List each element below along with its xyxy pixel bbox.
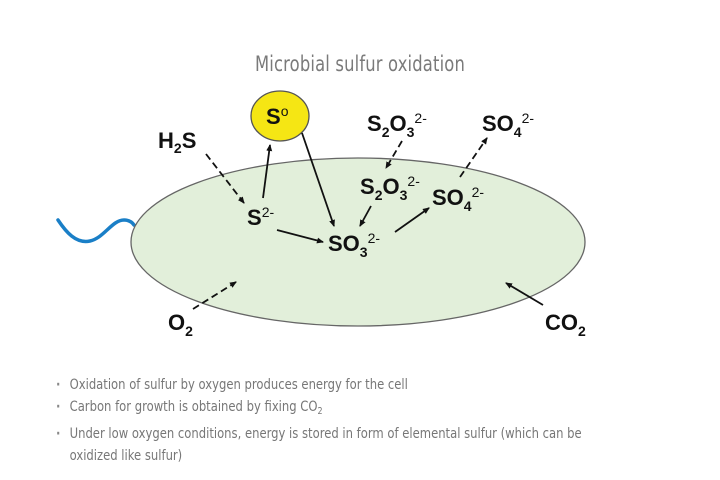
arrow-thiosulfate-uptake xyxy=(385,140,403,169)
thiosulfate-inside-label: S2O32- xyxy=(360,173,420,203)
oxygen-label: O2 xyxy=(168,310,193,339)
sulfate-inside-label: SO42- xyxy=(432,184,484,214)
sulfate-outside-label: SO42- xyxy=(482,110,534,140)
slide-title: Microbial sulfur oxidation xyxy=(254,52,466,76)
bullet-list: Oxidation of sulfur by oxygen produces e… xyxy=(56,374,696,467)
co2-label: CO2 xyxy=(545,310,586,339)
bullet-item: Oxidation of sulfur by oxygen produces e… xyxy=(56,374,694,396)
bullet-item: Carbon for growth is obtained by fixing … xyxy=(56,396,694,423)
arrow-sulfide-to-elemental-sulfur xyxy=(262,144,273,199)
arrow-co2-uptake xyxy=(505,282,544,306)
sulfite-label: SO32- xyxy=(328,230,380,260)
arrow-sulfate-export xyxy=(459,137,488,178)
arrow-elemental-sulfur-to-sulfite xyxy=(301,132,335,227)
elemental-sulfur-granule xyxy=(250,90,310,142)
elemental-sulfur-label: So xyxy=(266,103,289,129)
arrow-sulfite-to-sulfate xyxy=(394,207,430,233)
sulfide-label: S2- xyxy=(247,204,274,230)
thiosulfate-outside-label: S2O32- xyxy=(367,110,427,140)
sulfur-oxidation-diagram: So H2S S2- SO32- S2O32- SO42- S2O32- SO4… xyxy=(56,90,586,339)
arrow-oxygen-uptake xyxy=(192,281,237,310)
flagellum xyxy=(56,218,136,244)
h2s-label: H2S xyxy=(158,128,196,156)
arrow-thiosulfate-to-sulfite xyxy=(359,205,372,227)
bullet-item: Under low oxygen conditions, energy is s… xyxy=(56,423,694,467)
arrow-sulfide-to-sulfite xyxy=(276,229,324,244)
